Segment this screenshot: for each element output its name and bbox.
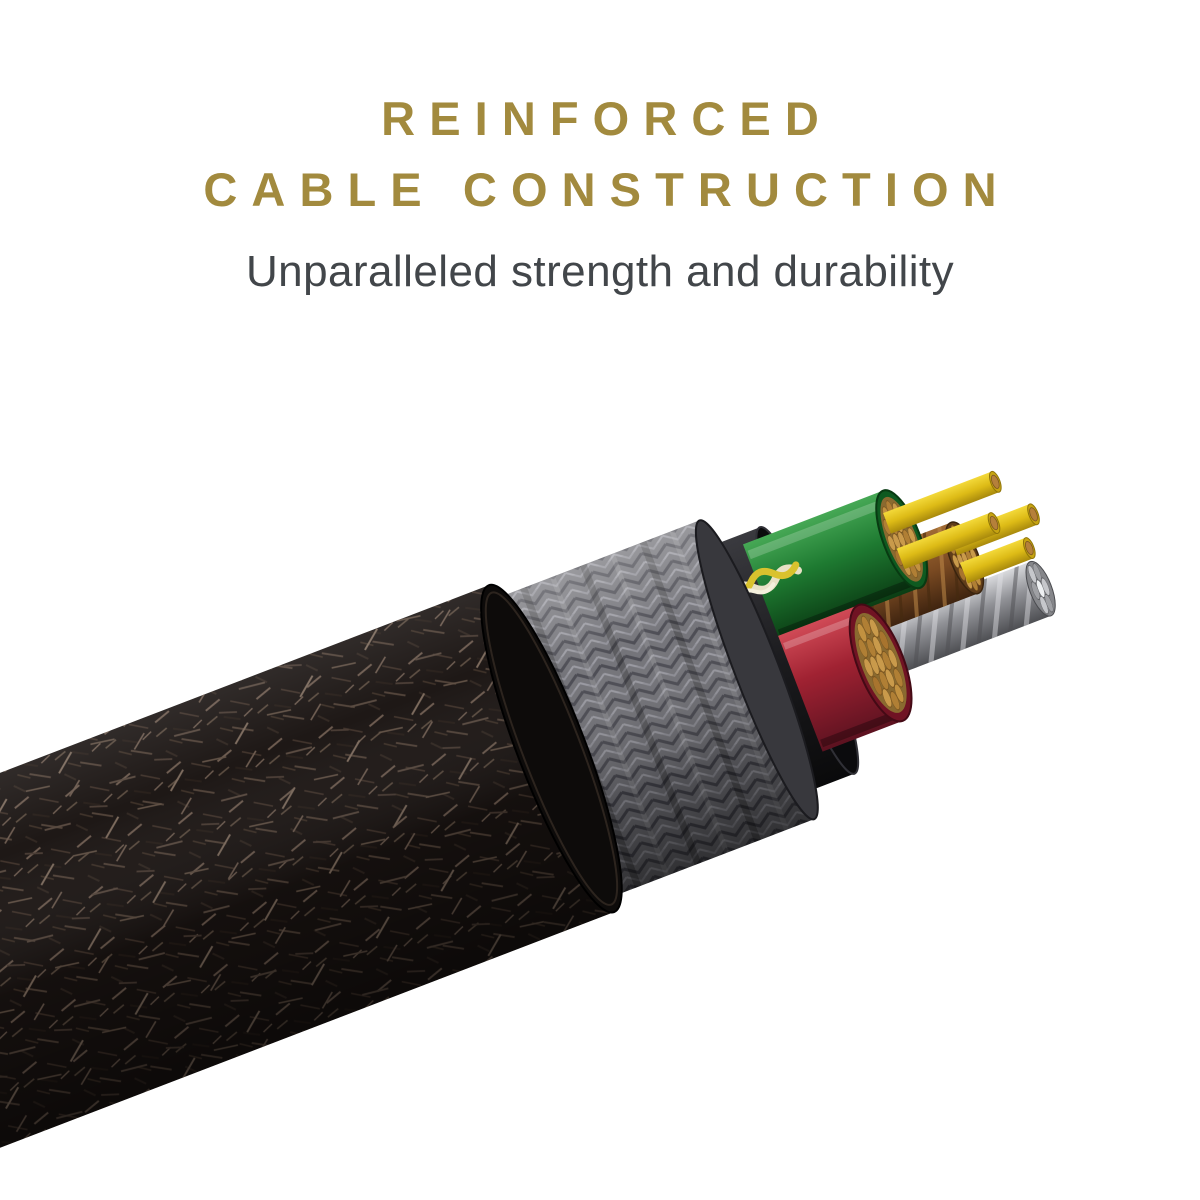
headline-line2: CABLE CONSTRUCTION	[203, 162, 1011, 216]
headline-block: REINFORCED CABLE CONSTRUCTION Unparallel…	[0, 84, 1200, 297]
subheadline: Unparalleled strength and durability	[245, 247, 955, 296]
yellow-wire	[896, 512, 998, 570]
red-conductor	[778, 603, 915, 752]
cable-group	[0, 470, 1058, 1200]
yellow-wire	[960, 537, 1034, 584]
headline-line1: REINFORCED	[381, 92, 833, 145]
yellow-wire	[883, 471, 1000, 534]
braided-outer-jacket	[0, 583, 623, 1200]
headline: REINFORCED CABLE CONSTRUCTION	[0, 84, 1200, 225]
green-conductor	[742, 470, 1002, 642]
